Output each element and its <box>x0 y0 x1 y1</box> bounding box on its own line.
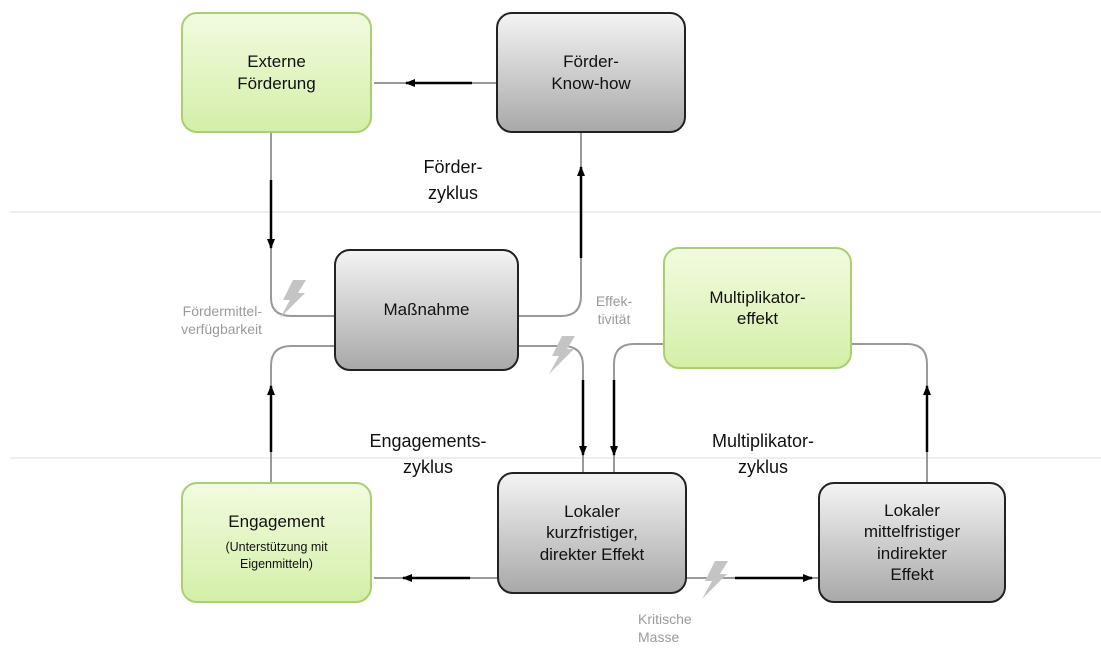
cycle-line: zyklus <box>402 457 453 478</box>
lightning-icon <box>280 280 306 318</box>
condition-line: Kritische <box>638 611 692 627</box>
node-subtitle: (Unterstützung mit Eigenmitteln) <box>225 539 327 574</box>
node-line: Lokaler <box>564 502 620 522</box>
node-line: Know-how <box>551 73 631 93</box>
node-line: Externe <box>247 52 306 72</box>
node-line: effekt <box>736 309 779 328</box>
node-line: Effekt <box>890 564 934 584</box>
massnahme-box: Maßnahme <box>334 249 519 371</box>
node-line: Maßnahme <box>383 300 470 320</box>
arrows <box>267 79 931 582</box>
lokaler-mittelfristiger-effekt-box: Lokaler mittelfristiger indirekter Effek… <box>818 482 1006 603</box>
node-subtitle-line: Eigenmitteln) <box>240 557 313 572</box>
node-line: direkter Effekt <box>539 544 645 564</box>
node-line: mittelfristiger <box>863 522 961 542</box>
node-line: Förderung <box>237 73 316 93</box>
node-subtitle-line: (Unterstützung mit <box>225 539 328 554</box>
multiplikatoreffekt-box: Multiplikator- effekt <box>663 247 852 369</box>
condition-line: Masse <box>638 629 680 646</box>
cycle-line: Multiplikator- <box>711 431 815 451</box>
foerderzyklus-label: Förder- zyklus <box>378 154 528 206</box>
multiplikatorzyklus-label: Multiplikator- zyklus <box>678 428 848 480</box>
engagementszyklus-label: Engagements- zyklus <box>343 428 513 480</box>
foerder-know-how-box: Förder- Know-how <box>496 12 686 133</box>
node-line: indirekter <box>877 543 947 563</box>
cycle-line: Förder- <box>423 157 483 177</box>
lightning-icon <box>549 336 575 374</box>
node-line: Multiplikator- <box>709 287 806 307</box>
externe-foerderung-box: Externe Förderung <box>181 12 372 133</box>
effektivitaet-label: Effek- tivität <box>582 292 646 328</box>
lightning-icon <box>702 561 728 599</box>
kritische-masse-label: Kritische Masse <box>638 610 728 646</box>
node-title: Engagement <box>228 512 325 532</box>
node-line: Förder- <box>563 52 619 72</box>
cycle-line: Engagements- <box>369 431 487 451</box>
condition-line: verfügbarkeit <box>181 321 262 338</box>
lokaler-kurzfristiger-effekt-box: Lokaler kurzfristiger, direkter Effekt <box>497 472 687 594</box>
cycle-line: zyklus <box>427 183 478 204</box>
engagement-box: Engagement (Unterstützung mit Eigenmitte… <box>181 482 372 603</box>
node-line: kurzfristiger, <box>546 523 638 543</box>
cycle-line: zyklus <box>737 457 788 478</box>
foerdermittelverfuegbarkeit-label: Fördermittel- verfügbarkeit <box>130 302 262 338</box>
condition-line: Effek- <box>595 293 633 309</box>
node-line: Lokaler <box>884 501 940 520</box>
condition-line: Fördermittel- <box>182 303 262 319</box>
condition-line: tivität <box>597 311 631 328</box>
